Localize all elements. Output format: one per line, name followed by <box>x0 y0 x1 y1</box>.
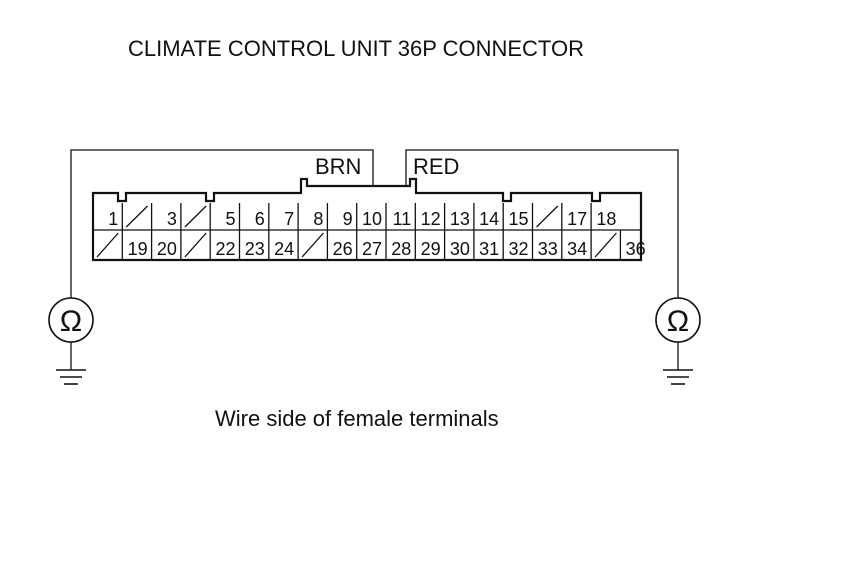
terminal-cell-bottom: 32 <box>502 230 529 260</box>
terminal-number: 15 <box>508 209 528 229</box>
unused-terminal-slash <box>125 205 149 228</box>
bottom-row-cells: 19 20 22 23 24 26 27 28 29 30 31 32 33 34 36 <box>96 230 646 260</box>
terminal-cell-top: 18 <box>590 203 616 230</box>
ohm-symbol: Ω <box>667 305 689 338</box>
terminal-number: 31 <box>479 239 499 259</box>
terminal-number: 6 <box>255 209 265 229</box>
ohm-symbol: Ω <box>60 305 82 338</box>
unused-terminal-slash <box>301 232 324 258</box>
terminal-cell-top: 7 <box>268 203 294 230</box>
unused-terminal-slash <box>536 205 559 228</box>
terminal-number: 3 <box>167 209 177 229</box>
terminal-number: 10 <box>362 209 382 229</box>
ground-icon <box>56 369 86 385</box>
terminal-number: 18 <box>596 209 616 229</box>
terminal-cell-bottom: 24 <box>268 230 294 260</box>
terminal-number: 24 <box>274 239 294 259</box>
connector-housing <box>91 177 643 262</box>
terminal-cell-top: 8 <box>297 203 323 230</box>
unused-terminal-slash <box>184 232 207 258</box>
terminal-cell-top: 6 <box>238 203 265 230</box>
diagram-caption: Wire side of female terminals <box>215 406 499 431</box>
terminal-cell-top: 9 <box>326 203 353 230</box>
terminal-number: 17 <box>567 209 587 229</box>
wire-left <box>70 149 374 298</box>
terminal-number: 7 <box>284 209 294 229</box>
unused-terminal-slash <box>96 232 119 258</box>
terminal-cell-bottom: 23 <box>238 230 265 260</box>
terminal-number: 28 <box>391 239 411 259</box>
diagram-title: CLIMATE CONTROL UNIT 36P CONNECTOR <box>128 36 584 61</box>
terminal-cell-bottom: 29 <box>414 230 441 260</box>
terminal-cell-top: 3 <box>150 203 177 230</box>
terminal-cell-top: 13 <box>443 203 470 230</box>
terminal-cell-bottom: 20 <box>150 230 177 260</box>
terminal-cell-bottom: 26 <box>326 230 353 260</box>
terminal-cell-bottom <box>590 230 617 260</box>
terminal-cell-top <box>180 203 207 230</box>
terminal-number: 30 <box>450 239 470 259</box>
terminal-number: 12 <box>421 209 441 229</box>
terminal-cell-top: 11 <box>385 203 412 230</box>
terminal-number: 26 <box>333 239 353 259</box>
terminal-cell-bottom <box>96 232 119 258</box>
terminal-number: 29 <box>421 239 441 259</box>
terminal-cell-top: 17 <box>561 203 587 230</box>
terminal-number: 22 <box>215 239 235 259</box>
terminal-cell-bottom: 22 <box>209 230 236 260</box>
terminal-cell-bottom: 33 <box>531 230 558 260</box>
terminal-number: 13 <box>450 209 470 229</box>
ohmmeter-right: Ω <box>655 297 701 385</box>
ground-icon <box>663 369 693 385</box>
ohmmeter-left: Ω <box>48 297 94 385</box>
terminal-number: 20 <box>157 239 177 259</box>
terminal-cell-bottom: 28 <box>385 230 411 260</box>
terminal-cell-bottom <box>180 230 207 260</box>
connector-outline <box>91 177 643 262</box>
terminal-number: 1 <box>108 209 118 229</box>
terminal-cell-bottom <box>297 230 324 260</box>
terminal-number: 14 <box>479 209 499 229</box>
terminal-cell-bottom: 30 <box>443 230 470 260</box>
wire-label-brn: BRN <box>315 154 362 179</box>
terminal-cell-top: 10 <box>356 203 382 230</box>
wire-right <box>405 149 679 298</box>
terminal-number: 11 <box>393 209 412 229</box>
unused-terminal-slash <box>594 232 617 258</box>
terminal-number: 9 <box>343 209 353 229</box>
terminal-cell-top <box>121 203 149 230</box>
terminal-cell-bottom: 19 <box>121 230 148 260</box>
terminal-cell-top <box>531 203 559 230</box>
test-wires <box>70 149 679 298</box>
terminal-cell-top: 1 <box>108 209 118 229</box>
terminal-number: 32 <box>508 239 528 259</box>
unused-terminal-slash <box>184 205 207 228</box>
terminal-number: 23 <box>245 239 265 259</box>
terminal-cell-bottom: 31 <box>473 230 499 260</box>
terminal-number: 5 <box>225 209 235 229</box>
terminal-cell-bottom: 34 <box>561 230 587 260</box>
terminal-cell-top: 15 <box>502 203 529 230</box>
terminal-cell-top: 5 <box>209 203 236 230</box>
terminal-cell-bottom: 27 <box>356 230 382 260</box>
terminal-number: 33 <box>538 239 558 259</box>
terminal-number: 19 <box>128 239 148 259</box>
wire-label-red: RED <box>413 154 460 179</box>
terminal-number: 8 <box>313 209 323 229</box>
terminal-cell-top: 14 <box>473 203 499 230</box>
terminal-number: 27 <box>362 239 382 259</box>
terminal-number: 36 <box>626 239 646 259</box>
terminal-number: 34 <box>567 239 587 259</box>
terminal-cell-top: 12 <box>414 203 441 230</box>
terminal-cell-bottom: 36 <box>619 230 646 260</box>
